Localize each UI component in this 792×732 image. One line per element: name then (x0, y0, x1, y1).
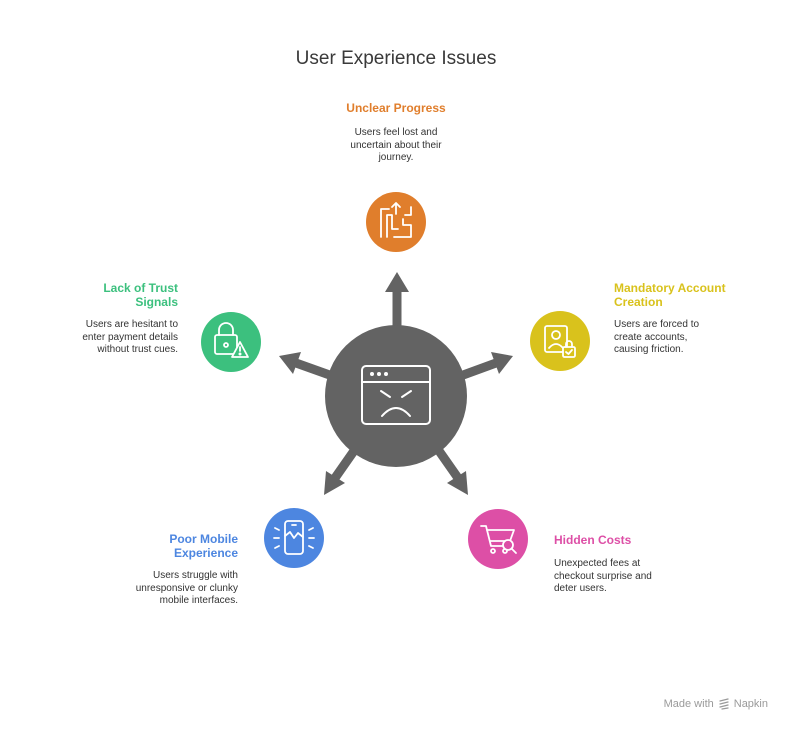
desc-unclear-progress: Users feel lost and uncertain about thei… (350, 127, 442, 163)
desc-mandatory-account: Users are forced to create accounts, cau… (614, 319, 700, 355)
node-hidden-costs (468, 509, 528, 569)
label-unclear-progress: Unclear Progress (346, 101, 446, 115)
arrow-upper-right (453, 352, 513, 383)
lock-warning-icon (214, 322, 249, 358)
broken-phone-icon (273, 520, 315, 555)
label-poor-mobile: Poor Mobile Experience (169, 532, 238, 560)
watermark-text: Made with (663, 698, 714, 710)
napkin-logo-icon (719, 698, 729, 710)
watermark-brand: Napkin (733, 698, 768, 710)
desc-hidden-costs: Unexpected fees at checkout surprise and… (554, 558, 652, 594)
label-lack-of-trust: Lack of Trust Signals (103, 281, 178, 309)
label-mandatory-account: Mandatory Account Creation (614, 281, 726, 309)
desc-lack-of-trust: Users are hesitant to enter payment deta… (82, 319, 178, 355)
arrow-lower-left (324, 445, 360, 495)
center-hub (325, 325, 467, 467)
node-lack-of-trust (201, 312, 261, 372)
desc-poor-mobile: Users struggle with unresponsive or clun… (135, 570, 238, 606)
watermark: Made with Napkin (664, 698, 768, 710)
label-hidden-costs: Hidden Costs (554, 533, 632, 547)
page-title: User Experience Issues (295, 48, 497, 69)
node-unclear-progress (366, 192, 426, 252)
arrow-up (385, 272, 409, 330)
arrow-lower-right (433, 445, 468, 495)
user-lock-icon (544, 325, 576, 358)
angry-browser-window-icon (361, 365, 431, 425)
cart-search-icon (480, 525, 517, 554)
maze-arrow-icon (380, 202, 412, 238)
node-mandatory-account (530, 311, 590, 371)
